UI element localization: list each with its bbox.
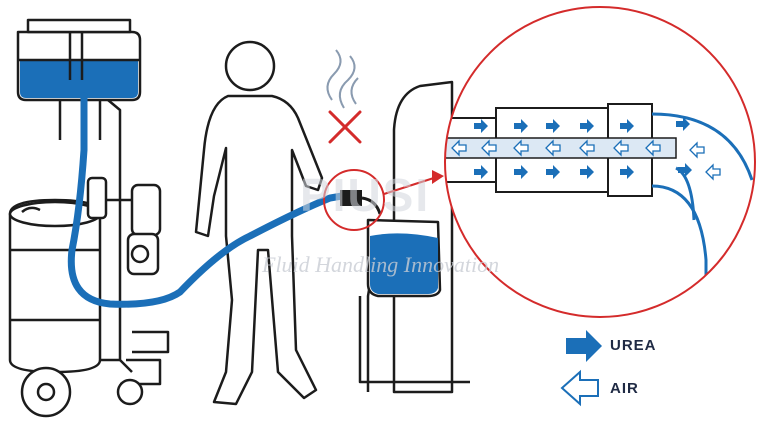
urea-arrow-icon xyxy=(620,165,634,179)
urea-arrow-icon xyxy=(474,119,488,133)
urea-arrow-icon xyxy=(620,119,634,133)
urea-arrow-icon xyxy=(514,165,528,179)
air-arrow-icon xyxy=(613,139,629,157)
operator-head xyxy=(224,40,276,92)
urea-flow-arrows xyxy=(474,117,692,179)
air-flow-arrows xyxy=(451,139,721,181)
vehicle xyxy=(358,80,470,394)
legend-urea-label: UREA xyxy=(610,337,657,354)
urea-guide-top xyxy=(651,112,754,181)
urea-arrow-icon xyxy=(678,163,692,177)
dispenser-trolley xyxy=(8,18,170,418)
vapour-icon xyxy=(326,49,359,109)
urea-arrow-icon xyxy=(580,165,594,179)
urea-arrow-icon xyxy=(474,165,488,179)
air-arrow-icon xyxy=(481,139,497,157)
urea-arrow-icon xyxy=(546,165,560,179)
top-tank xyxy=(16,18,142,102)
air-arrow-icon xyxy=(645,139,661,157)
air-arrow-icon xyxy=(689,141,705,159)
operator-figure xyxy=(194,40,324,406)
air-arrow-icon xyxy=(579,139,595,157)
urea-arrow-icon xyxy=(580,119,594,133)
air-arrow-icon xyxy=(705,163,721,181)
air-arrow-icon xyxy=(451,139,467,157)
nozzle-detail xyxy=(323,169,444,231)
urea-arrow-icon xyxy=(514,119,528,133)
drum xyxy=(8,198,102,374)
air-legend-arrow-icon xyxy=(560,369,599,407)
urea-hose xyxy=(67,92,346,308)
watermark-tagline: Fluid Handling Innovation xyxy=(262,252,500,277)
magnified-view xyxy=(444,6,756,318)
legend-air-label: AIR xyxy=(610,380,639,397)
pump xyxy=(86,176,162,276)
urea-arrow-icon xyxy=(676,117,690,131)
wheels xyxy=(20,366,144,418)
watermark-logo: PIUSI xyxy=(300,169,431,221)
operator-body xyxy=(194,94,324,406)
cross-mark-icon xyxy=(328,110,362,144)
urea-legend-arrow-icon xyxy=(566,330,602,362)
air-arrow-icon xyxy=(545,139,561,157)
air-arrow-icon xyxy=(513,139,529,157)
legend xyxy=(560,330,602,407)
magnifier-pointer xyxy=(383,175,441,195)
small-magnifier xyxy=(323,169,385,231)
urea-arrow-icon xyxy=(546,119,560,133)
